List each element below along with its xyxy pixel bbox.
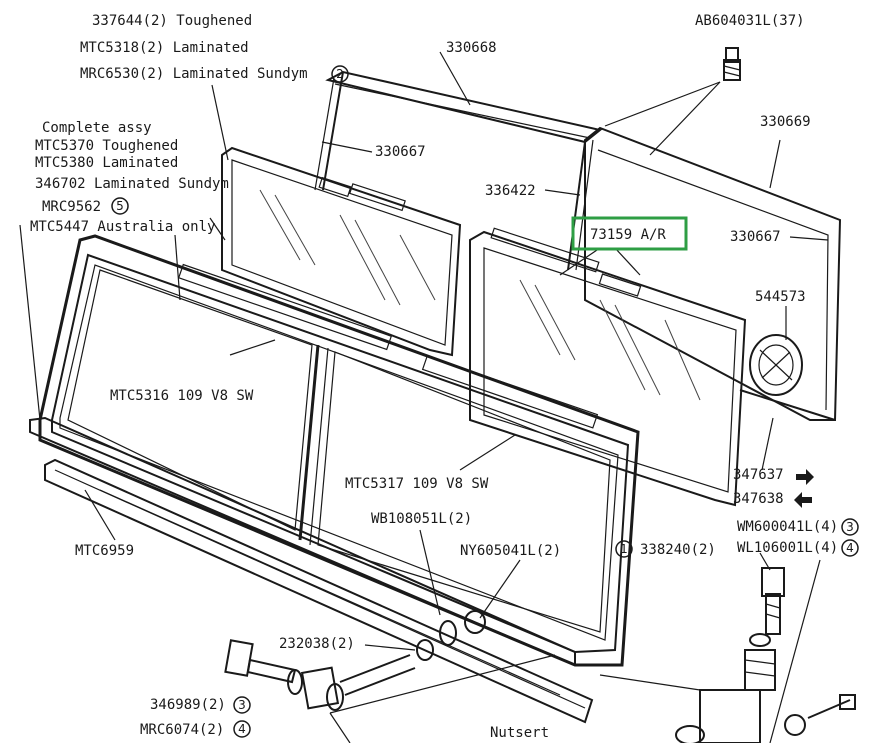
leader-lines xyxy=(19,51,829,743)
label-ab604031: AB604031L(37) xyxy=(695,13,805,29)
seal-strip-mtc6959 xyxy=(44,458,594,724)
top-seal-strip-330668 xyxy=(314,70,603,271)
front-window-frame xyxy=(29,234,640,667)
label-232038: 232038(2) xyxy=(279,636,355,652)
label-mrc6530: MRC6530(2) Laminated Sundym xyxy=(80,66,308,82)
label-mtc5316: MTC5316 109 V8 SW xyxy=(110,388,254,404)
right-rear-glass xyxy=(469,227,747,507)
label-330667-right: 330667 xyxy=(730,229,781,245)
circled-1: 1 xyxy=(615,540,633,558)
circled-refs: 2 5 1 3 4 3 4 xyxy=(111,65,859,738)
label-mtc5447: MTC5447 Australia only xyxy=(30,219,215,235)
label-544573: 544573 xyxy=(755,289,806,305)
label-346702: 346702 Laminated Sundym xyxy=(35,176,229,192)
svg-text:3: 3 xyxy=(846,520,854,534)
circled-4-b: 4 xyxy=(233,720,251,738)
screw-ab604031 xyxy=(604,47,741,156)
circled-3-a: 3 xyxy=(841,518,859,536)
label-347637: 347637 xyxy=(733,467,784,483)
circled-2-a: 2 xyxy=(331,65,349,83)
label-338240: 338240(2) xyxy=(640,542,716,558)
label-nutsert: Nutsert xyxy=(490,725,549,741)
bolts-washers xyxy=(224,610,556,743)
label-346989: 346989(2) xyxy=(150,697,226,713)
label-mtc5380: MTC5380 Laminated xyxy=(35,155,178,171)
label-mtc5317: MTC5317 109 V8 SW xyxy=(345,476,489,492)
label-330669: 330669 xyxy=(760,114,811,130)
label-336422: 336422 xyxy=(485,183,536,199)
svg-text:1: 1 xyxy=(620,542,628,556)
left-rear-glass xyxy=(221,146,462,357)
label-mrc9562: MRC9562 xyxy=(42,199,101,215)
label-mtc5370: MTC5370 Toughened xyxy=(35,138,178,154)
svg-text:4: 4 xyxy=(238,722,246,736)
circled-4-a: 4 xyxy=(841,539,859,557)
label-mtc6959: MTC6959 xyxy=(75,543,134,559)
label-330667-top: 330667 xyxy=(375,144,426,160)
circled-5: 5 xyxy=(111,197,129,215)
label-ny605041: NY605041L(2) xyxy=(460,543,561,559)
svg-text:2: 2 xyxy=(336,67,344,81)
label-wl106001: WL106001L(4) xyxy=(737,540,838,556)
arrow-left-icon xyxy=(794,492,812,508)
direction-arrows xyxy=(794,469,814,508)
svg-text:4: 4 xyxy=(846,541,854,555)
label-73159: 73159 A/R xyxy=(590,227,666,243)
svg-text:3: 3 xyxy=(238,698,246,712)
label-mtc5318: MTC5318(2) Laminated xyxy=(80,40,249,56)
rear-panel-330669 xyxy=(584,126,842,421)
label-wb108051: WB108051L(2) xyxy=(371,511,472,527)
arrow-right-icon xyxy=(796,469,814,485)
hinge-hardware xyxy=(675,567,856,743)
highlight-box xyxy=(571,216,688,251)
label-mrc6074: MRC6074(2) xyxy=(140,722,224,738)
label-337644: 337644(2) Toughened xyxy=(92,13,252,29)
label-group: 337644(2) Toughened MTC5318(2) Laminated… xyxy=(30,13,838,741)
label-330668: 330668 xyxy=(446,40,497,56)
label-complete-assy: Complete assy xyxy=(42,120,152,136)
circled-3-b: 3 xyxy=(233,696,251,714)
label-347638: 347638 xyxy=(733,491,784,507)
label-wm600041: WM600041L(4) xyxy=(737,519,838,535)
svg-text:5: 5 xyxy=(116,199,124,213)
